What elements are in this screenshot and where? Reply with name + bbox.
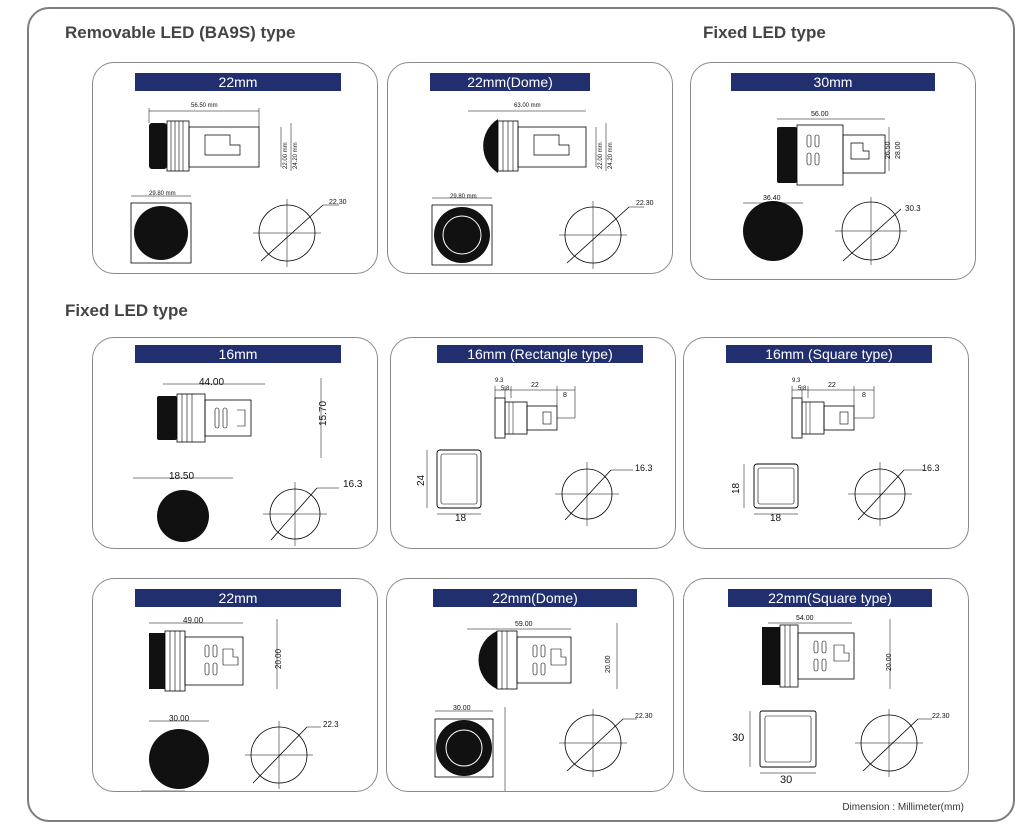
drawing-16mm-rectangle bbox=[426, 386, 633, 526]
drawing-22mm-removable bbox=[130, 108, 339, 267]
diameter-label: 22.30 bbox=[635, 713, 653, 720]
card-header: 22mm(Square type) bbox=[728, 589, 932, 607]
height-label: 20.00 bbox=[274, 648, 283, 669]
diameter-label: 22.3 bbox=[323, 720, 339, 729]
width-label: 36.40 bbox=[763, 195, 781, 202]
length-label: 54.00 bbox=[796, 615, 814, 622]
side-height-label: 30 bbox=[732, 732, 745, 744]
length-label: 56.50 mm bbox=[191, 103, 218, 109]
dim-b-label: 5.8 bbox=[501, 386, 510, 392]
height-label-outer: 24.20 mm bbox=[608, 142, 614, 169]
height-label-outer: 24.20 mm bbox=[293, 142, 299, 169]
spec-card-22mm-dome-removable: 22mm(Dome) 63.00 mm 22.00 mm 24.20 mm 29… bbox=[387, 62, 673, 274]
dim-c-label: 22 bbox=[828, 382, 836, 389]
length-label: 59.00 bbox=[515, 621, 533, 628]
width-label: 18 bbox=[770, 513, 782, 524]
drawing-16mm bbox=[133, 378, 339, 546]
section-title-removable: Removable LED (BA9S) type bbox=[65, 23, 296, 42]
dim-d-label: 8 bbox=[563, 392, 567, 399]
dimension-note: Dimension : Millimeter(mm) bbox=[842, 802, 964, 813]
section-title-fixed: Fixed LED type bbox=[65, 301, 188, 320]
card-header: 22mm bbox=[135, 73, 341, 91]
spec-card-22mm-fixed: 22mm 49.00 20.00 30.00 22.3 bbox=[92, 578, 378, 792]
outer-frame bbox=[27, 7, 1015, 822]
diameter-label: 22.30 bbox=[636, 200, 654, 207]
dim-c-label: 22 bbox=[531, 382, 539, 389]
diameter-label: 16.3 bbox=[922, 463, 940, 473]
side-width-label: 30 bbox=[780, 774, 793, 786]
spec-card-22mm-dome-fixed: 22mm(Dome) 59.00 20.00 30.00 22.30 bbox=[386, 578, 674, 792]
card-header: 16mm (Square type) bbox=[726, 345, 932, 363]
drawing-22mm-dome-removable bbox=[431, 110, 644, 269]
diameter-label: 30.3 bbox=[905, 204, 921, 213]
dim-d-label: 8 bbox=[862, 392, 866, 399]
diameter-label: 16.3 bbox=[343, 479, 363, 490]
card-header: 22mm(Dome) bbox=[430, 73, 590, 91]
length-label: 44.00 bbox=[199, 377, 225, 388]
width-label: 30.00 bbox=[169, 714, 190, 723]
length-label: 56.00 bbox=[811, 111, 829, 118]
length-label: 63.00 mm bbox=[514, 103, 541, 109]
height-label-inner: 26.50 bbox=[885, 141, 892, 159]
diameter-label: 16.3 bbox=[635, 463, 653, 473]
spec-card-22mm-square-fixed: 22mm(Square type) 54.00 20.00 30 30 22.3… bbox=[683, 578, 969, 792]
width-label: 18.50 bbox=[169, 471, 195, 482]
height-label: 18 bbox=[731, 482, 742, 494]
section-title-fixed-top: Fixed LED type bbox=[703, 23, 826, 42]
drawing-22mm-square-fixed bbox=[749, 619, 932, 777]
spec-card-22mm-removable: 22mm 56.50 mm 22.00 mm 24.20 mm 29.80 mm… bbox=[92, 62, 378, 274]
card-header: 16mm (Rectangle type) bbox=[437, 345, 643, 363]
width-label: 29.80 mm bbox=[450, 194, 477, 200]
card-header: 22mm bbox=[135, 589, 341, 607]
card-header: 22mm(Dome) bbox=[433, 589, 637, 607]
dim-a-label: 9.3 bbox=[792, 378, 801, 384]
dim-a-label: 9.3 bbox=[495, 378, 504, 384]
height-label: 24 bbox=[416, 474, 427, 486]
spec-card-16mm-rectangle: 16mm (Rectangle type) 9.3 5.8 22 8 24 18… bbox=[390, 337, 676, 549]
width-label: 29.80 mm bbox=[149, 191, 176, 197]
drawing-22mm-dome-fixed bbox=[434, 623, 637, 791]
length-label: 49.00 bbox=[183, 616, 204, 625]
height-label: 15.70 bbox=[318, 400, 329, 426]
height-label-inner: 22.00 mm bbox=[598, 142, 604, 169]
spec-card-16mm-square: 16mm (Square type) 9.3 5.8 22 8 18 18 16… bbox=[683, 337, 969, 549]
diameter-label: 22.30 bbox=[329, 199, 347, 206]
width-label: 30.00 bbox=[453, 705, 471, 712]
spec-card-30mm-fixed: 30mm 56.00 26.50 28.00 36.40 30.3 bbox=[690, 62, 976, 280]
height-label-outer: 28.00 bbox=[895, 141, 902, 159]
drawing-22mm-fixed bbox=[141, 619, 321, 791]
height-label: 20.00 bbox=[886, 653, 893, 671]
card-header: 30mm bbox=[731, 73, 935, 91]
drawing-16mm-square bbox=[743, 386, 924, 526]
height-label: 20.00 bbox=[605, 655, 612, 673]
diameter-label: 22.30 bbox=[932, 713, 950, 720]
drawing-30mm-fixed bbox=[743, 118, 907, 265]
dim-b-label: 5.8 bbox=[798, 386, 807, 392]
card-header: 16mm bbox=[135, 345, 341, 363]
spec-card-16mm: 16mm 44.00 15.70 18.50 16.3 bbox=[92, 337, 378, 549]
height-label-inner: 22.00 mm bbox=[283, 142, 289, 169]
width-label: 18 bbox=[455, 513, 467, 524]
